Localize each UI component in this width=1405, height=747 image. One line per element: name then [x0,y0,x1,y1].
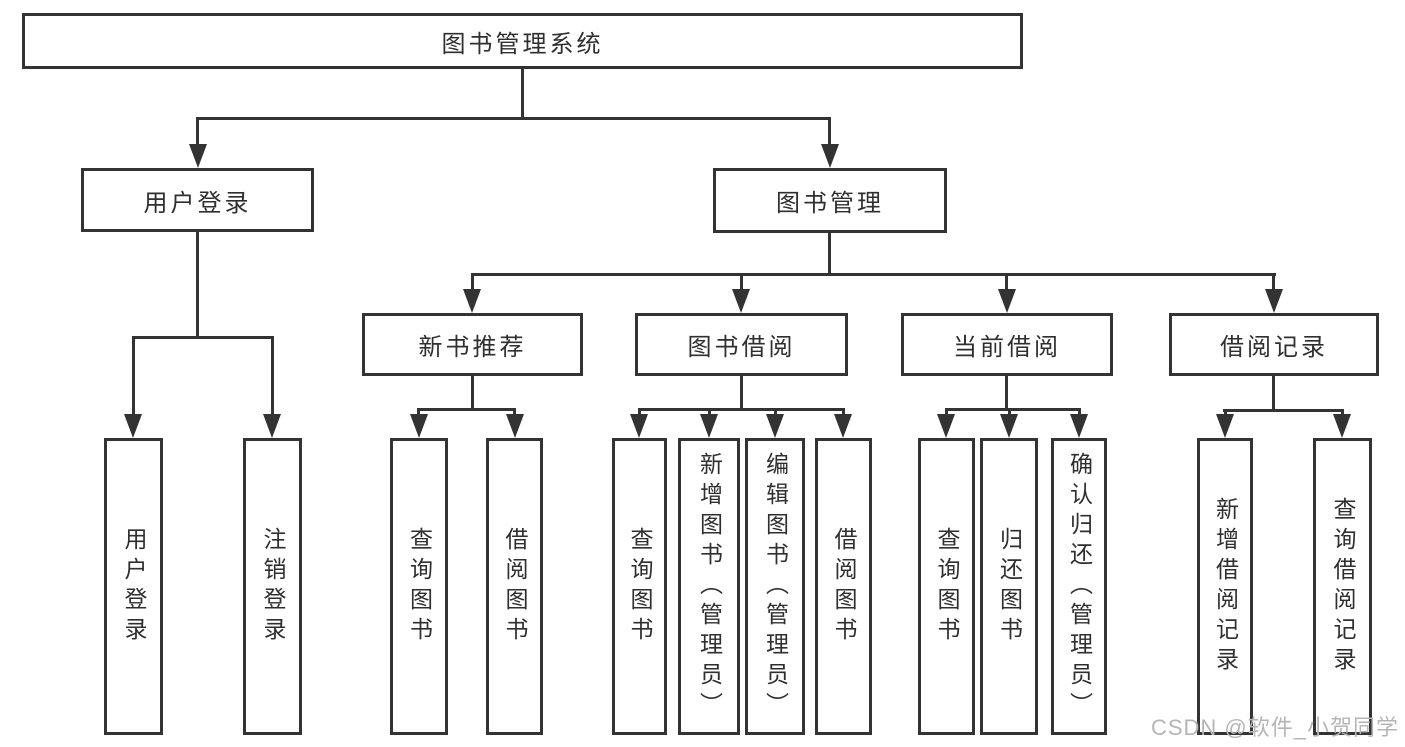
connector-borrow-drop-3 [774,408,777,418]
leaf-borrow-books-2-label: 借阅图书 [831,526,857,647]
leaf-query-books-3: 查询图书 [918,438,975,735]
node-book-borrow-label: 图书借阅 [687,334,796,361]
leaf-edit-books-admin: 编辑图书（管理员） [745,438,805,735]
connector-current-stem [1005,376,1008,410]
arrow-down-icon [1333,414,1351,438]
connector-root-bar [196,117,831,120]
arrow-down-icon [189,144,207,168]
arrow-down-icon [732,289,750,313]
node-borrow-records-label: 借阅记录 [1220,334,1328,361]
connector-borrow-drop-4 [842,408,845,418]
leaf-confirm-return-admin: 确认归还（管理员） [1051,438,1107,735]
connector-root-drop-right [828,117,831,148]
connector-recommend-stem [471,376,474,410]
connector-bookmgmt-drop-3 [1005,273,1008,293]
connector-current-drop-2 [1008,408,1011,418]
connector-userlogin-drop-1 [132,336,135,418]
connector-current-drop-3 [1078,408,1081,418]
arrow-down-icon [506,414,524,438]
connector-records-stem [1272,376,1275,411]
connector-userlogin-bar [132,336,274,339]
connector-borrow-drop-2 [708,408,711,418]
connector-userlogin-stem [196,232,199,336]
arrow-down-icon [463,289,481,313]
leaf-borrow-books-1-label: 借阅图书 [502,526,528,647]
connector-current-drop-1 [945,408,948,418]
leaf-user-login-label: 用户登录 [121,526,147,647]
leaf-query-books-2: 查询图书 [612,438,667,735]
node-book-management-label: 图书管理 [776,190,884,217]
arrow-down-icon [700,414,718,438]
watermark-text: CSDN @软件_小贺同学 [1150,715,1399,740]
arrow-down-icon [998,289,1016,313]
node-borrow-records: 借阅记录 [1169,313,1379,376]
connector-records-bar [1223,409,1344,412]
node-book-borrow: 图书借阅 [635,313,848,376]
connector-records-drop-2 [1341,409,1344,418]
leaf-add-borrow-record-label: 新增借阅记录 [1212,496,1239,677]
leaf-query-books-1: 查询图书 [390,438,448,735]
arrow-down-icon [1070,414,1088,438]
arrow-down-icon [630,414,648,438]
connector-userlogin-drop-2 [271,336,274,418]
leaf-query-borrow-record: 查询借阅记录 [1313,438,1372,735]
arrow-down-icon [1265,289,1283,313]
node-current-borrow-label: 当前借阅 [953,334,1061,361]
leaf-logout-login: 注销登录 [243,438,302,735]
connector-records-drop-1 [1224,409,1227,418]
node-new-book-recommend: 新书推荐 [362,313,583,376]
node-current-borrow: 当前借阅 [901,313,1113,376]
leaf-add-books-admin-label: 新增图书（管理员） [696,451,723,722]
leaf-query-books-3-label: 查询图书 [934,526,960,647]
arrow-down-icon [821,144,839,168]
connector-bookmgmt-bar [471,273,1276,276]
arrow-down-icon [937,414,955,438]
node-root-label: 图书管理系统 [441,30,604,58]
leaf-borrow-books-2: 借阅图书 [815,438,872,735]
connector-root-stem [521,69,524,117]
arrow-down-icon [1000,414,1018,438]
node-user-login-label: 用户登录 [143,189,252,217]
connector-recommend-drop-2 [513,408,516,418]
connector-root-drop-left [196,117,199,148]
connector-bookmgmt-stem [828,233,831,276]
node-new-book-recommend-label: 新书推荐 [418,334,527,361]
arrow-down-icon [1216,414,1234,438]
leaf-add-borrow-record: 新增借阅记录 [1197,438,1253,735]
node-user-login: 用户登录 [81,168,314,232]
connector-recommend-bar [417,408,516,411]
connector-recommend-drop-1 [417,408,420,418]
connector-current-bar [945,408,1081,411]
arrow-down-icon [766,414,784,438]
leaf-return-books: 归还图书 [980,438,1038,735]
connector-bookmgmt-drop-1 [471,273,474,293]
leaf-edit-books-admin-label: 编辑图书（管理员） [762,451,789,722]
leaf-query-books-1-label: 查询图书 [406,526,433,647]
leaf-logout-login-label: 注销登录 [260,526,286,647]
arrow-down-icon [124,414,142,438]
leaf-add-books-admin: 新增图书（管理员） [678,438,740,735]
leaf-query-borrow-record-label: 查询借阅记录 [1330,496,1356,677]
node-root: 图书管理系统 [22,13,1023,69]
arrow-down-icon [834,414,852,438]
node-book-management: 图书管理 [713,168,947,233]
leaf-query-books-2-label: 查询图书 [627,526,653,647]
leaf-return-books-label: 归还图书 [996,526,1023,647]
leaf-user-login: 用户登录 [104,438,163,735]
connector-borrow-stem [740,376,743,410]
connector-bookmgmt-drop-2 [740,273,743,293]
leaf-borrow-books-1: 借阅图书 [486,438,543,735]
arrow-down-icon [263,414,281,438]
connector-bookmgmt-drop-4 [1272,273,1275,293]
connector-borrow-drop-1 [638,408,641,418]
connector-borrow-bar [638,408,845,411]
arrow-down-icon [410,414,428,438]
leaf-confirm-return-admin-label: 确认归还（管理员） [1066,451,1093,722]
